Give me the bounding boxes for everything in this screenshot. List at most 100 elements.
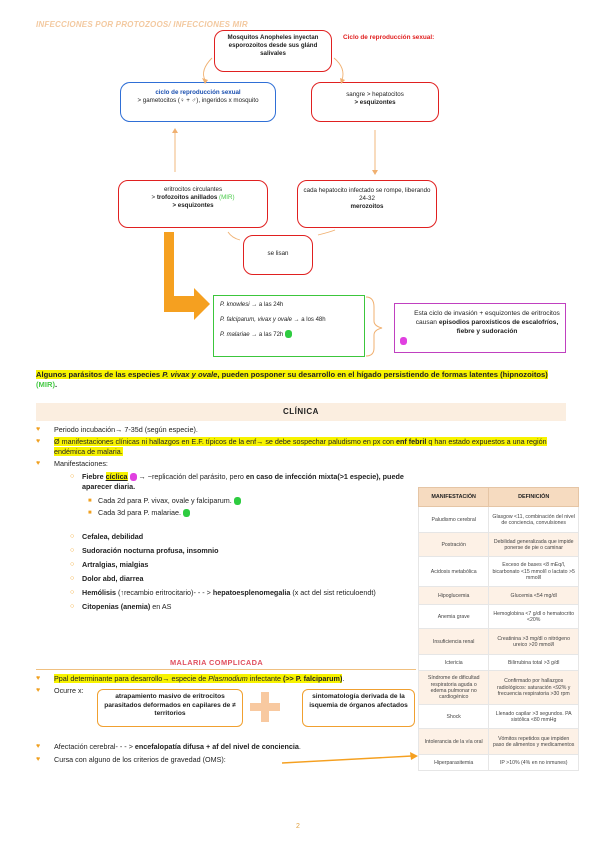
hepatoesplenomegalia: hepatoesplenomegalia bbox=[212, 588, 291, 597]
paroxysm-box: Esta ciclo de invasión + esquizontes de … bbox=[394, 303, 566, 353]
table-cell: IP >10% (4% en no inmunes) bbox=[488, 754, 579, 772]
fiebre-bold: en caso de infección mixta(>1 especie), … bbox=[82, 472, 404, 491]
citopenias-post: en AS bbox=[150, 602, 172, 611]
paroxysm-bold: episodios paroxísticos de escalofríos, f… bbox=[438, 319, 559, 335]
time-malariae: → a las 72h bbox=[249, 332, 284, 338]
erythrocyte-line2-prefix: > bbox=[151, 194, 157, 201]
species-malariae: P. malariae bbox=[220, 332, 250, 338]
ppal-pre: Ppal determinante para desarrollo→ espec… bbox=[54, 674, 209, 683]
intro-post: , pueden posponer su desarrollo en el hí… bbox=[217, 370, 498, 379]
table-cell: Hiperparasitemia bbox=[417, 754, 490, 772]
mechanism-box-1: atrapamiento masivo de eritrocitos paras… bbox=[97, 689, 243, 727]
magenta-pill-icon bbox=[400, 337, 407, 345]
complicada-bullets: Ppal determinante para desarrollo→ espec… bbox=[36, 674, 416, 698]
hemolisis-post: (x act del sist reticuloendt) bbox=[290, 588, 376, 597]
bullet-warning: Ø manifestaciones clínicas ni hallazgos … bbox=[36, 437, 566, 457]
lysis-text: se lisan bbox=[267, 250, 289, 257]
arrowhead-2 bbox=[340, 78, 345, 84]
right-brace bbox=[365, 296, 383, 357]
table-cell: Debilidad generalizada que impide poners… bbox=[488, 532, 579, 558]
liver-box: sangre > hepatocitos > esquizontes bbox=[311, 82, 439, 122]
table-cell: Glasgow <11, combinación del nivel de co… bbox=[488, 506, 579, 534]
subsub-cada3: Cada 3d para P. malariae. bbox=[36, 508, 566, 518]
plus-icon-horizontal bbox=[250, 703, 280, 711]
lysis-box: se lisan bbox=[243, 235, 313, 275]
sub-fiebre: Fiebre cíclica → ~replicación del parási… bbox=[36, 472, 412, 492]
table-cell: Exceso de bases <8 mEq/l, bicarbonato <1… bbox=[488, 556, 579, 588]
table-cell: Acidosis metabólica bbox=[417, 556, 490, 588]
cada2-pill-icon bbox=[233, 497, 241, 506]
malaria-complicada-title: MALARIA COMPLICADA bbox=[170, 658, 264, 667]
arrowhead-4 bbox=[172, 128, 178, 133]
erythrocyte-line1: eritrocitos circulantes bbox=[163, 186, 223, 193]
bullet-criterios: Cursa con alguno de los criterios de gra… bbox=[36, 754, 416, 765]
table-cell: Bilirrubina total >3 g/dl bbox=[488, 654, 579, 672]
arrowhead-3 bbox=[372, 170, 378, 175]
table-cell: Llenado capilar >3 segundos. PA sistólic… bbox=[488, 704, 579, 730]
time-falciparum: → a los 48h bbox=[291, 317, 326, 323]
erythrocyte-box: eritrocitos circulantes > trofozoitos an… bbox=[118, 180, 268, 228]
erythrocyte-line3: > esquizontes bbox=[172, 202, 214, 209]
liver-box-line1: sangre > hepatocitos bbox=[346, 91, 404, 98]
mir-tag: (MIR) bbox=[217, 194, 235, 201]
table-cell: Síndrome de dificultad respiratoria agud… bbox=[417, 670, 490, 706]
merozoites-label: merozoitos bbox=[350, 203, 384, 210]
ppal-bold: (>> P. falciparum) bbox=[282, 674, 343, 683]
citopenias-bold: Citopenias (anemia) bbox=[82, 602, 151, 611]
severity-criteria-table: MANIFESTACIÓN DEFINICIÓN Paludismo cereb… bbox=[417, 486, 579, 772]
table-cell: Insuficiencia renal bbox=[417, 628, 490, 656]
fiebre-mid: → ~replicación del parásito, pero bbox=[136, 472, 246, 481]
sexual-cycle-box: ciclo de reproducción sexual > gametocit… bbox=[120, 82, 276, 122]
clinica-section-title: CLÍNICA bbox=[36, 403, 566, 421]
liver-box-line2: > esquizontes bbox=[354, 99, 396, 106]
intro-latent: (hipnozoitos) bbox=[500, 370, 548, 379]
paroxysm-text: Esta ciclo de invasión + esquizontes de … bbox=[414, 310, 560, 326]
cada3-pill-icon bbox=[182, 509, 190, 518]
table-cell: Anemia grave bbox=[417, 604, 490, 630]
arrow-top-left bbox=[203, 57, 213, 81]
table-cell: Vómitos repetidos que impiden paso de al… bbox=[488, 728, 579, 756]
intro-end: . bbox=[54, 380, 58, 389]
table-cell: Glucemia <54 mg/dl bbox=[488, 586, 579, 606]
mechanism-box-2: sintomatología derivada de la isquemia d… bbox=[302, 689, 415, 727]
table-cell: Creatinina >3 mg/dl o nitrógeno ureico >… bbox=[488, 628, 579, 656]
fiebre-ciclica: cíclica bbox=[105, 472, 128, 481]
sexual-cycle-title: Ciclo de reproducción sexual: bbox=[343, 34, 435, 41]
ppal-mid: infectante bbox=[247, 674, 283, 683]
mosquito-box-text: Mosquitos Anopheles inyectan esporozoito… bbox=[227, 34, 319, 57]
warning-pre: Ø manifestaciones clínicas ni hallazgos … bbox=[54, 437, 396, 446]
hepatocyte-text: cada hepatocito infectado se rompe, libe… bbox=[303, 187, 431, 202]
arrowhead-1 bbox=[202, 78, 208, 84]
green-pill-icon bbox=[284, 330, 292, 339]
species-falciparum: P. falciparum, vivax y ovale bbox=[220, 317, 292, 323]
intro-species: P. vivax y ovale bbox=[162, 370, 218, 379]
table-cell: Ictericia bbox=[417, 654, 490, 672]
fiebre-label: Fiebre bbox=[82, 472, 106, 481]
cada2-text: Cada 2d para P. vivax, ovale y falciparu… bbox=[98, 496, 232, 505]
table-cell: Paludismo cerebral bbox=[417, 506, 490, 534]
sub-hemolisis: Hemólisis (↑recambio eritrocitario)- - -… bbox=[36, 588, 412, 598]
hypnozoites-paragraph: Algunos parásitos de las especies P. viv… bbox=[36, 370, 566, 390]
sub-dolor: Dolor abd, diarrea bbox=[36, 574, 566, 584]
table-cell: Confirmado por hallazgos radiológicos: s… bbox=[488, 670, 579, 706]
warning-post: q han estado expuestos a una región endé… bbox=[54, 437, 547, 456]
bullet-manifestations: Manifestaciones: bbox=[36, 459, 566, 469]
table-cell: Hipoglucemia bbox=[417, 586, 490, 606]
trophozoites-label: trofozoitos anillados bbox=[156, 194, 218, 201]
warning-bold: enf febril bbox=[396, 437, 427, 446]
arrow-top-right bbox=[333, 57, 344, 81]
time-knowlesi: → a las 24h bbox=[249, 302, 284, 308]
hemolisis-mid: (↑recambio eritrocitario)- - - > bbox=[115, 588, 213, 597]
fiebre-pill-icon bbox=[129, 473, 137, 482]
intro-pre: Algunos parásitos de las especies bbox=[36, 370, 163, 379]
mechanism-2-text: sintomatología derivada de la isquemia d… bbox=[309, 693, 408, 709]
arrow-bottom-left bbox=[227, 231, 241, 241]
page-number: 2 bbox=[296, 823, 300, 830]
mechanism-1-text: atrapamiento masivo de eritrocitos paras… bbox=[104, 693, 236, 717]
periodicity-box: P. knowlesi → a las 24h P. falciparum, v… bbox=[213, 295, 365, 357]
criterios-arrow bbox=[281, 752, 418, 764]
mosquito-box: Mosquitos Anopheles inyectan esporozoito… bbox=[214, 30, 332, 72]
bullet-ocurre: Ocurre x: bbox=[36, 686, 416, 696]
cerebral-pre: Afectación cerebral- - - > bbox=[54, 742, 135, 751]
subsub-cada2: Cada 2d para P. vivax, ovale y falciparu… bbox=[36, 496, 566, 506]
